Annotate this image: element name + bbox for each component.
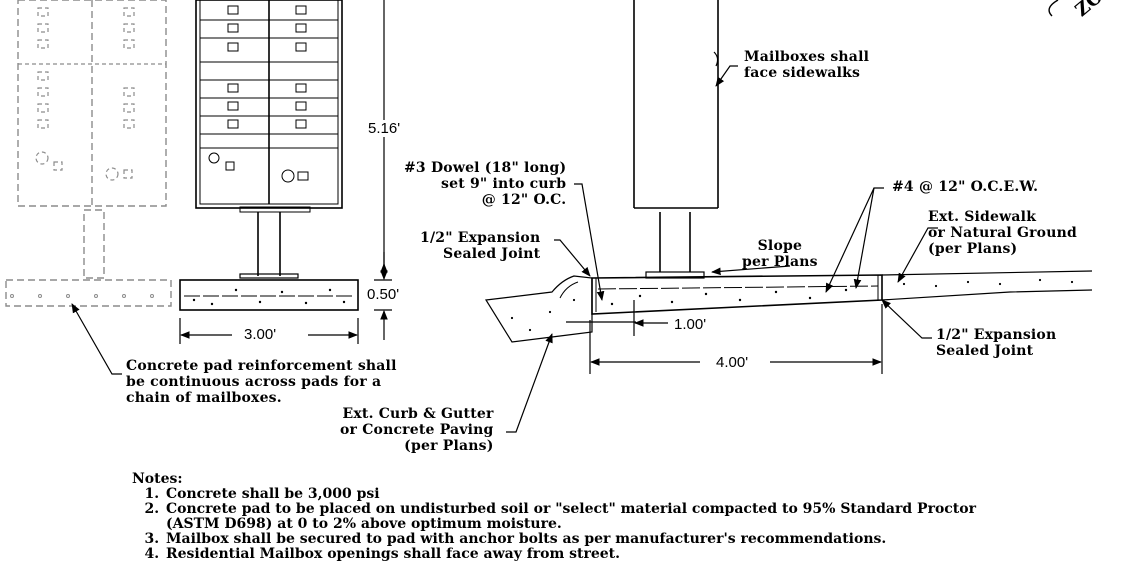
label-dowel: #3 Dowel (18" long) set 9" into curb @ 1… <box>404 160 567 208</box>
note-item: Residential Mailbox openings shall face … <box>164 547 1032 562</box>
section-leaders <box>506 65 938 433</box>
dim-pad-thickness: 0.50' <box>365 286 402 303</box>
adjacent-mailbox-dashed <box>5 0 172 307</box>
note-item: Concrete shall be 3,000 psi <box>164 487 1032 502</box>
dim-dowel-offset: 1.00' <box>672 316 709 333</box>
label-expansion-joint-left: 1/2" Expansion Sealed Joint <box>420 230 541 262</box>
label-reinforcement: Concrete pad reinforcement shall be cont… <box>126 358 397 406</box>
notes-title: Notes: <box>132 471 183 487</box>
mailbox-elevation <box>195 0 343 213</box>
note-item: Mailbox shall be secured to pad with anc… <box>164 532 1032 547</box>
adjacent-mailbox-doors <box>18 7 166 181</box>
reinforcement-leader <box>71 303 122 375</box>
dim-pad-width: 3.00' <box>242 326 279 343</box>
label-mailbox-facing: Mailboxes shall face sidewalks <box>744 49 870 81</box>
notes-list: Concrete shall be 3,000 psi Concrete pad… <box>132 487 1032 562</box>
label-curb: Ext. Curb & Gutter or Concrete Paving (p… <box>340 406 494 454</box>
elevation-pad <box>179 279 359 311</box>
mailbox-compartments <box>200 5 338 183</box>
mailbox-post <box>239 212 299 279</box>
label-rebar: #4 @ 12" O.C.E.W. <box>892 179 1039 195</box>
dim-pad-length: 4.00' <box>714 354 751 371</box>
label-sidewalk: Ext. Sidewalk or Natural Ground (per Pla… <box>928 209 1077 257</box>
section-aggregate <box>510 278 1074 332</box>
corner-symbol <box>1048 0 1059 17</box>
notes-block: Notes: Concrete shall be 3,000 psi Concr… <box>132 472 1032 562</box>
dimension-lines-elevation <box>179 0 392 344</box>
adjacent-pad-dots <box>10 294 154 298</box>
label-slope: Slope per Plans <box>742 238 818 270</box>
note-item: Concrete pad to be placed on undisturbed… <box>164 502 1032 532</box>
dim-height: 5.16' <box>366 120 403 137</box>
dimension-lines-section <box>589 300 883 374</box>
label-expansion-joint-right: 1/2" Expansion Sealed Joint <box>936 327 1057 359</box>
corner-partial-label: ZO <box>1071 0 1108 22</box>
mailbox-section <box>633 0 719 279</box>
